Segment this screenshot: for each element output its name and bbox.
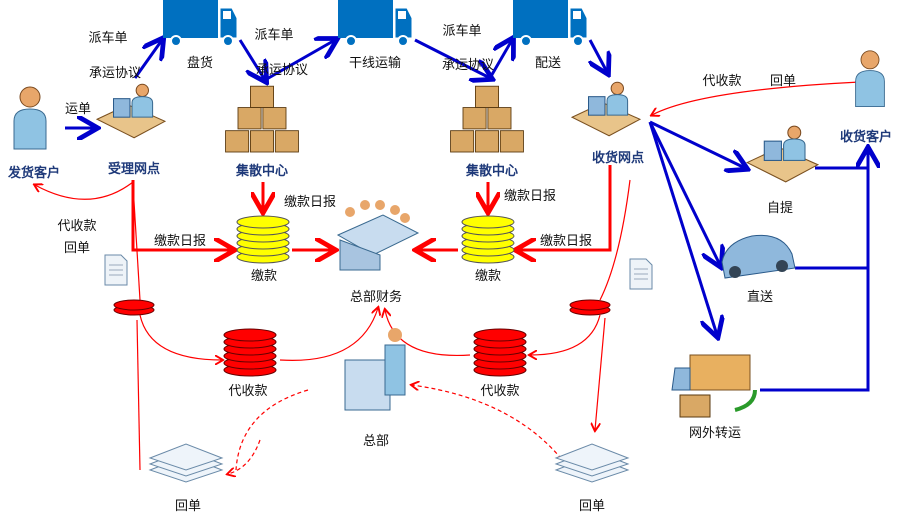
daily-report-label: 缴款日报 — [540, 234, 592, 249]
dispatch-label: 派车单 — [442, 23, 481, 39]
yellow-coins-icon — [236, 215, 290, 264]
truck1-label: 盘货 — [187, 55, 213, 71]
daily-report-label: 缴款日报 — [504, 189, 556, 204]
accept-point-label: 受理网点 — [108, 161, 160, 177]
receipt2-label: 回单 — [579, 499, 605, 514]
truck-icon — [513, 0, 588, 47]
red-disc-icon — [569, 299, 611, 316]
finance-label: 总部财务 — [350, 289, 402, 305]
hub-boxes-icon — [450, 85, 524, 153]
headquarters-desk-icon — [344, 328, 406, 411]
receipt-left-label: 回单 — [64, 241, 90, 256]
transfer-label: 网外转运 — [689, 426, 741, 441]
receipt-right-label: 回单 — [770, 74, 796, 89]
transfer-truck-icon — [671, 354, 757, 418]
red-disc-icon — [113, 299, 155, 316]
receipt1-label: 回单 — [175, 499, 201, 514]
meeting-table-icon — [336, 200, 420, 271]
accept-point-desk-icon — [96, 83, 166, 139]
contract-label: 承运协议 — [89, 66, 141, 81]
self-pickup-label: 自提 — [767, 200, 793, 216]
payment2-label: 缴款 — [475, 269, 501, 284]
yellow-coins-icon — [461, 215, 515, 264]
truck-icon — [163, 0, 238, 47]
receipt-papers-icon — [149, 443, 223, 483]
consignee-label: 收货客户 — [840, 129, 892, 145]
document-icon — [104, 254, 128, 286]
truck-icon — [338, 0, 413, 47]
payment1-label: 缴款 — [251, 269, 277, 284]
truck2-label: 干线运输 — [349, 55, 401, 71]
car-icon — [721, 234, 796, 279]
contract-label: 承运协议 — [256, 63, 308, 78]
red-coins-icon — [223, 328, 277, 377]
document-icon — [629, 258, 653, 290]
cod1-label: 代收款 — [228, 384, 267, 399]
self-pickup-desk-icon — [746, 125, 819, 183]
hub-boxes-icon — [225, 85, 299, 153]
hq-label: 总部 — [363, 434, 389, 449]
cod2-label: 代收款 — [480, 384, 519, 399]
waybill-label: 运单 — [65, 102, 91, 117]
receive-point-desk-icon — [571, 81, 641, 137]
blue-flow-arrows — [65, 40, 868, 392]
dispatch-label: 派车单 — [88, 30, 127, 46]
contract-label: 承运协议 — [442, 58, 494, 73]
red-flow-arrows — [131, 165, 612, 250]
direct-label: 直送 — [747, 290, 773, 305]
thin-red-flows — [35, 81, 861, 474]
receipt-papers-icon — [555, 443, 629, 483]
dispatch-label: 派车单 — [254, 27, 293, 43]
receive-point-label: 收货网点 — [592, 150, 644, 166]
hub2-label: 集散中心 — [465, 163, 518, 179]
consignee-person-icon — [854, 50, 886, 108]
red-coins-icon — [473, 328, 527, 377]
truck3-label: 配送 — [535, 56, 561, 71]
hub1-label: 集散中心 — [235, 163, 288, 179]
cod-right-label: 代收款 — [702, 74, 741, 89]
shipper-person-icon — [13, 86, 47, 150]
shipper-label: 发货客户 — [7, 165, 60, 181]
cod-left-label: 代收款 — [57, 219, 96, 234]
daily-report-label: 缴款日报 — [154, 234, 206, 249]
daily-report-label: 缴款日报 — [284, 195, 336, 210]
